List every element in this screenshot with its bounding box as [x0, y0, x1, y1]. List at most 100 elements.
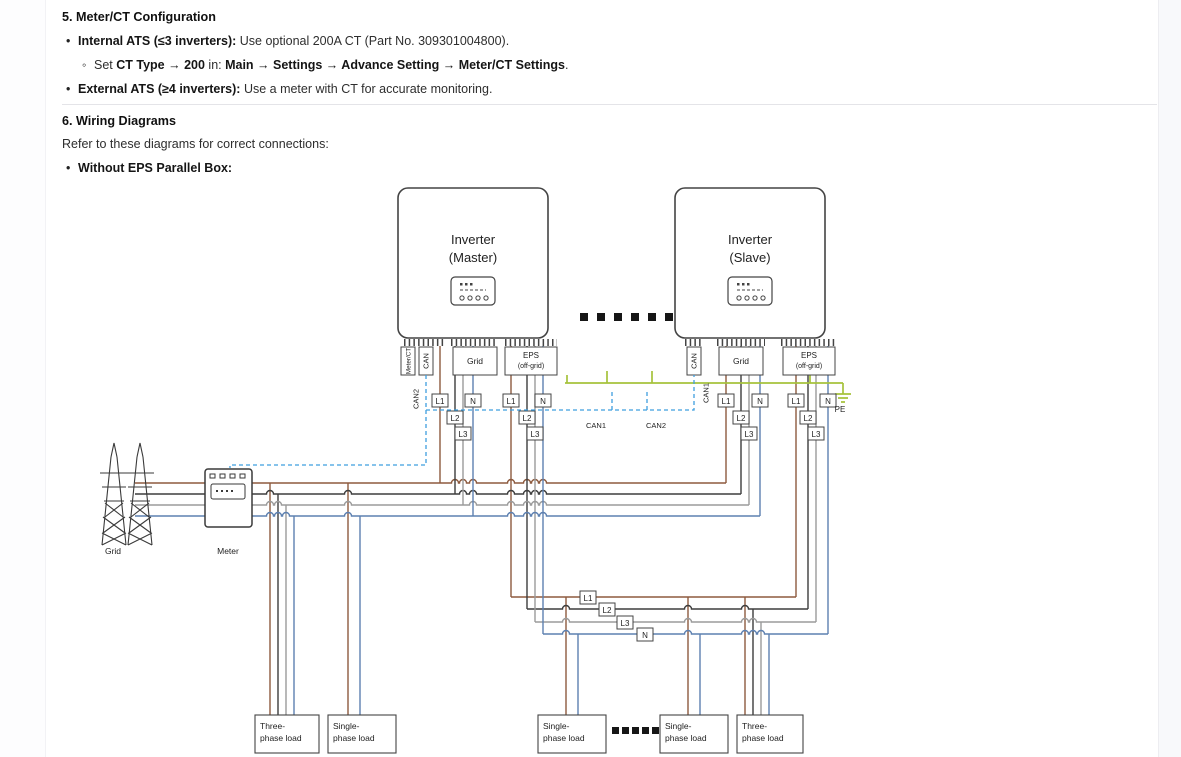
bus-tag-l3: L3 [616, 615, 634, 630]
list-item-text: Without EPS Parallel Box: [78, 161, 233, 175]
meter-port-box [400, 346, 416, 376]
wiring-diagram: Meter/CT CAN Grid EPS (off-grid) CAN Gri… [100, 187, 851, 754]
can-port-label-master: CAN [422, 353, 431, 369]
can2-label: CAN2 [646, 421, 666, 430]
port-boxes [400, 346, 836, 376]
load-boxes: Three- phase load Single- phase load Sin… [254, 714, 804, 754]
list-item: • Without EPS Parallel Box: [62, 162, 1157, 175]
pe-label: PE [835, 405, 846, 414]
svg-text:L2: L2 [603, 606, 612, 615]
svg-text:L2: L2 [737, 414, 746, 423]
document-content: 5. Meter/CT Configuration • Internal ATS… [62, 0, 1157, 757]
svg-text:L3: L3 [459, 430, 468, 439]
svg-text:L3: L3 [745, 430, 754, 439]
inverter-master-label-1: Inverter [451, 232, 496, 247]
bullet-marker: • [66, 161, 71, 175]
svg-text:Single-: Single- [333, 721, 360, 731]
svg-text:L3: L3 [621, 619, 630, 628]
meter-screen-dots [216, 490, 233, 492]
meter-caption: Meter [217, 546, 239, 556]
svg-text:L1: L1 [507, 397, 516, 406]
svg-text:phase load: phase load [742, 733, 784, 743]
terminal-l1-box: L1 [431, 393, 449, 408]
bullet-marker: • [66, 82, 71, 96]
terminal-l3-box: L3 [526, 426, 544, 441]
terminal-l1-box: L1 [502, 393, 520, 408]
eps-port-label-master-2: (off-grid) [518, 363, 544, 370]
eps-port-box-master [504, 346, 558, 376]
page-gutter-left [0, 0, 46, 757]
meter-device [204, 468, 253, 528]
terminal-l2-box: L2 [518, 410, 536, 425]
terminal-l1-box: L1 [717, 393, 735, 408]
terminal-l1-box: L1 [787, 393, 805, 408]
section-5-heading: 5. Meter/CT Configuration [62, 10, 216, 24]
inverter-master-label-2: (Master) [449, 250, 497, 265]
svg-text:Three-: Three- [260, 721, 285, 731]
svg-text:N: N [470, 397, 476, 406]
svg-text:L3: L3 [812, 430, 821, 439]
load-box: Single- phase load [659, 714, 729, 754]
can1-label: CAN1 [586, 421, 606, 430]
section-6-heading: 6. Wiring Diagrams [62, 114, 176, 128]
load-box: Three- phase load [254, 714, 320, 754]
bus-tag-l1: L1 [579, 590, 597, 605]
svg-text:L1: L1 [722, 397, 731, 406]
meter-port-label: Meter/CT [406, 348, 413, 374]
terminal-l3-box: L3 [807, 426, 825, 441]
list-item-text: Internal ATS (≤3 inverters): Use optiona… [78, 34, 510, 48]
grid-port-box-master [452, 346, 498, 376]
svg-text:L1: L1 [584, 594, 593, 603]
svg-text:L2: L2 [804, 414, 813, 423]
terminal-n-box: N [464, 393, 482, 408]
bullet-marker: • [66, 34, 71, 48]
grid-port-label-master: Grid [467, 356, 483, 366]
eps-port-label-master-1: EPS [523, 351, 539, 360]
grid-tower-icon [100, 442, 154, 546]
can-wire [229, 375, 695, 468]
inverter-slave-label-2: (Slave) [729, 250, 770, 265]
wires [135, 346, 851, 715]
terminal-l2-box: L2 [732, 410, 750, 425]
svg-text:Single-: Single- [543, 721, 570, 731]
grid-port-label-slave: Grid [733, 356, 749, 366]
can-port-label-slave: CAN [690, 353, 699, 369]
more-loads-dots [612, 727, 659, 734]
meter-top-ports [209, 473, 246, 479]
load-box: Single- phase load [327, 714, 397, 754]
svg-text:N: N [540, 397, 546, 406]
l3-wire [135, 346, 817, 715]
list-item: • External ATS (≥4 inverters): Use a met… [62, 83, 1157, 96]
terminal-n-box: N [534, 393, 552, 408]
inverter-display [450, 276, 496, 306]
can2-rotated-label: CAN2 [412, 389, 421, 409]
n-wire [135, 346, 829, 715]
eps-port-label-slave-2: (off-grid) [796, 363, 822, 370]
svg-text:L2: L2 [451, 414, 460, 423]
load-box: Single- phase load [537, 714, 607, 754]
svg-text:phase load: phase load [333, 733, 375, 743]
wiring-diagram-figure: Meter/CT CAN Grid EPS (off-grid) CAN Gri… [78, 177, 856, 757]
svg-text:phase load: phase load [665, 733, 707, 743]
circle-marker: ◦ [82, 58, 87, 72]
svg-text:L1: L1 [792, 397, 801, 406]
terminal-l3-box: L3 [740, 426, 758, 441]
svg-text:L2: L2 [523, 414, 532, 423]
bus-tag-n: N [636, 627, 654, 642]
pe-wire [565, 371, 851, 403]
terminal-boxes: L1 N L2 L3 L1 N L2 L3 L1 N L2 L3 L1 N L2… [431, 393, 837, 642]
grid-port-box-slave [718, 346, 764, 376]
list-subitem-text: Set CT Type → 200 in: Main → Settings → … [94, 58, 569, 72]
section-6-intro: Refer to these diagrams for correct conn… [62, 137, 329, 151]
svg-text:N: N [757, 397, 763, 406]
svg-text:N: N [642, 631, 648, 640]
more-inverters-dots [580, 313, 673, 321]
page-gutter-right [1158, 0, 1181, 757]
inverter-slave-label-1: Inverter [728, 232, 773, 247]
can1-rotated-label: CAN1 [702, 383, 711, 403]
svg-text:phase load: phase load [260, 733, 302, 743]
eps-port-box-slave [782, 346, 836, 376]
inverter-master-box: Inverter (Master) [397, 187, 549, 339]
inverter-display [727, 276, 773, 306]
inverter-slave-box: Inverter (Slave) [674, 187, 826, 339]
